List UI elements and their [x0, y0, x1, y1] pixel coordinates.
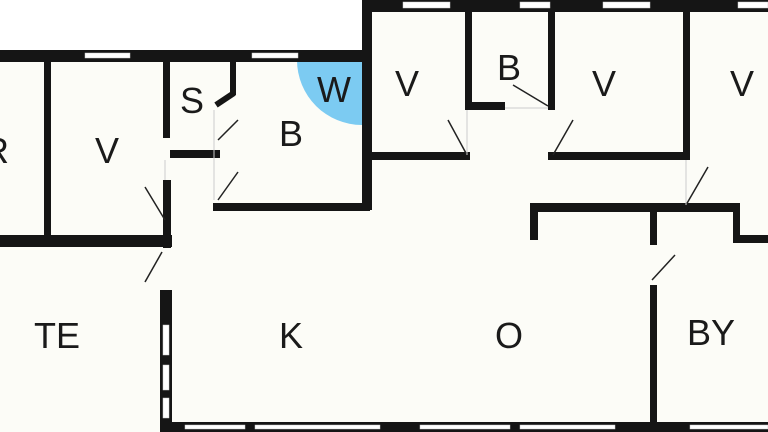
- room-label-v2: V: [395, 63, 419, 104]
- floor-area: [0, 6, 768, 432]
- room-label-w: W: [317, 69, 351, 110]
- room-label-b2: B: [497, 47, 521, 88]
- doors: [144, 84, 709, 283]
- room-label-k: K: [279, 315, 303, 356]
- room-label-by: BY: [687, 312, 735, 353]
- room-label-r: R: [0, 130, 9, 171]
- windows: [84, 1, 768, 430]
- room-label-v1: V: [95, 130, 119, 171]
- room-label-o: O: [495, 315, 523, 356]
- room-label-v3: V: [592, 63, 616, 104]
- room-label-s: S: [180, 80, 204, 121]
- partition-diagonal: [214, 90, 236, 108]
- room-label-te: TE: [34, 315, 80, 356]
- room-labels: R V S B W V B V V TE K O BY: [0, 47, 754, 356]
- room-label-v4: V: [730, 63, 754, 104]
- wardrobe-area: [297, 60, 362, 125]
- room-label-b1: B: [279, 113, 303, 154]
